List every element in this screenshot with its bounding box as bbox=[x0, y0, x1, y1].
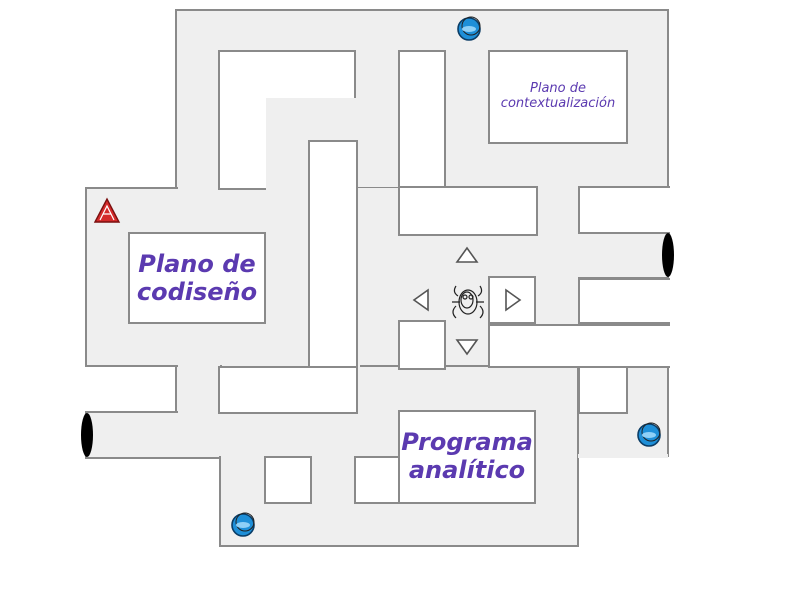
arrow-right-icon[interactable] bbox=[498, 286, 526, 314]
scribble-spider-icon bbox=[452, 285, 484, 319]
wall-block bbox=[218, 366, 358, 414]
red-triangle-icon bbox=[93, 197, 121, 223]
programa-label: Programa analítico bbox=[401, 428, 533, 484]
wall-block bbox=[578, 186, 670, 234]
blue-coin-icon bbox=[637, 422, 661, 447]
arrow-left-icon[interactable] bbox=[408, 286, 436, 314]
wall-block bbox=[488, 324, 670, 368]
codiseno-label: Plano de codiseño bbox=[136, 250, 258, 306]
wall-block bbox=[128, 232, 266, 324]
arrow-up-icon[interactable] bbox=[453, 242, 481, 270]
contextualizacion-label: Plano de contextualización bbox=[500, 81, 616, 111]
wall-block bbox=[578, 366, 628, 414]
tunnel-left bbox=[81, 413, 93, 457]
wall-block bbox=[398, 410, 536, 504]
wall-block bbox=[488, 50, 628, 144]
blue-coin-icon bbox=[457, 16, 481, 41]
wall-block bbox=[398, 186, 538, 236]
blue-coin-icon bbox=[231, 512, 255, 537]
tunnel-right bbox=[662, 233, 674, 277]
wall-block bbox=[264, 456, 312, 504]
wall-block bbox=[398, 320, 446, 370]
wall-block bbox=[578, 278, 670, 324]
arrow-down-icon[interactable] bbox=[453, 332, 481, 360]
